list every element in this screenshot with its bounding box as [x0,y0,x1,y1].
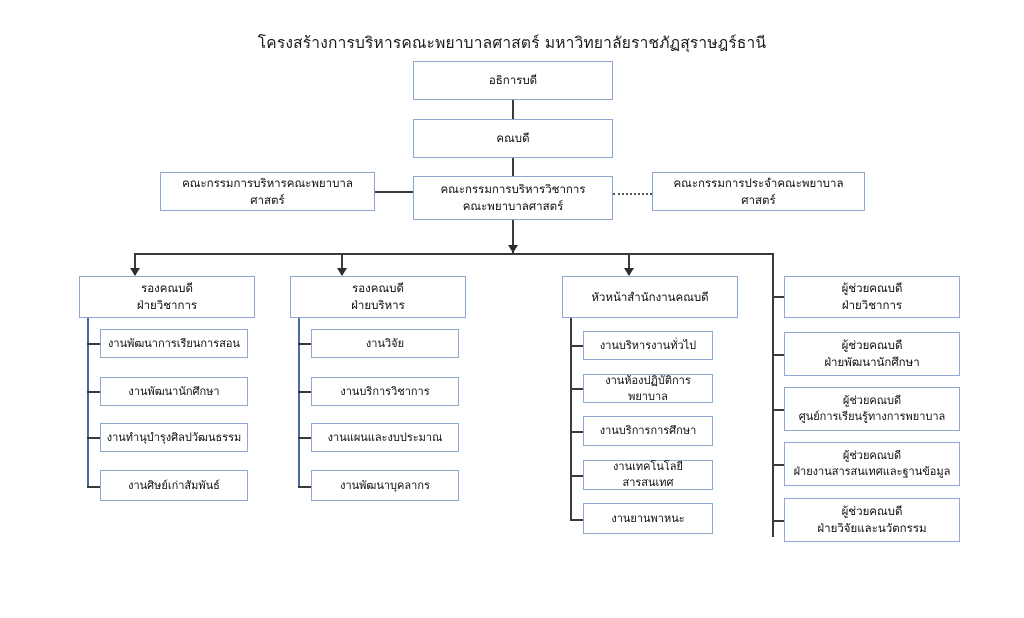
col4-item-2-line2: ศูนย์การเรียนรู้ทางการพยาบาล [798,410,946,423]
col3-item-1: งานห้องปฏิบัติการพยาบาล [583,374,713,403]
col1-item-0-label: งานพัฒนาการเรียนการสอน [108,336,240,350]
col2-item-1-label: งานบริการวิชาการ [340,384,430,398]
col4-item-1-line1: ผู้ช่วยคณบดี [841,338,903,353]
col1-head-line2: ฝ่ายวิชาการ [136,298,198,312]
col1-item-2-label: งานทำนุบำรุงศิลปวัฒนธรรม [106,430,242,444]
col3-trunk [570,318,572,520]
col3-stub-1 [570,388,583,390]
page-title: โครงสร้างการบริหารคณะพยาบาลศาสตร์ มหาวิท… [257,34,767,52]
node-standing-committee-label: คณะกรรมการประจำคณะพยาบาลศาสตร์ [673,175,844,207]
col1-item-1: งานพัฒนานักศึกษา [100,377,248,406]
col4-item-2-line1: ผู้ช่วยคณบดี [842,394,902,408]
col3-head: หัวหน้าสำนักงานคณบดี [562,276,738,318]
col4-item-0-line1: ผู้ช่วยคณบดี [841,281,903,296]
col2-item-3-label: งานพัฒนาบุคลากร [340,478,430,492]
col1-item-2: งานทำนุบำรุงศิลปวัฒนธรรม [100,423,248,452]
bus-drop-col2 [341,253,343,275]
col4-item-1: ผู้ช่วยคณบดี ฝ่ายพัฒนานักศึกษา [784,332,960,376]
col2-stub-1 [298,391,311,393]
col3-item-2-label: งานบริการการศึกษา [599,424,697,438]
col2-head-line2: ฝ่ายบริหาร [351,298,405,312]
bus-drop-col1 [134,253,136,275]
col1-item-3-label: งานศิษย์เก่าสัมพันธ์ [128,478,220,492]
col4-stub-0 [772,296,784,298]
col4-stub-2 [772,409,784,411]
node-standing-committee: คณะกรรมการประจำคณะพยาบาลศาสตร์ [652,172,865,211]
arrow-col1 [130,268,140,276]
node-academic-committee-line2: คณะพยาบาลศาสตร์ [462,199,564,213]
col2-head: รองคณบดี ฝ่ายบริหาร [290,276,466,318]
col4-stub-1 [772,354,784,356]
col1-item-0: งานพัฒนาการเรียนการสอน [100,329,248,358]
col2-item-0-label: งานวิจัย [365,336,405,350]
node-rector: อธิการบดี [413,61,613,100]
col4-stub-4 [772,520,784,522]
col1-item-1-label: งานพัฒนานักศึกษา [128,384,220,398]
connector-exec-to-academic [375,191,413,193]
col2-item-1: งานบริการวิชาการ [311,377,459,406]
node-exec-committee-label: คณะกรรมการบริหารคณะพยาบาลศาสตร์ [182,175,353,207]
col2-item-2-label: งานแผนและงบประมาณ [327,430,443,444]
col4-item-4-line2: ฝ่ายวิจัยและนวัตกรรม [817,521,927,535]
col2-trunk [298,318,300,487]
col2-item-0: งานวิจัย [311,329,459,358]
col4-item-4-line1: ผู้ช่วยคณบดี [841,504,903,519]
col4-item-3-line1: ผู้ช่วยคณบดี [842,449,902,463]
col3-item-0: งานบริหารงานทั่วไป [583,331,713,360]
col3-item-0-label: งานบริหารงานทั่วไป [599,338,697,352]
col1-item-3: งานศิษย์เก่าสัมพันธ์ [100,470,248,501]
col2-stub-3 [298,486,311,488]
col1-head-line1: รองคณบดี [141,281,193,296]
col1-stub-0 [87,343,100,345]
col4-item-3-line2: ฝ่ายงานสารสนเทศและฐานข้อมูล [793,465,951,478]
connector-academic-to-standing-dotted [613,193,652,195]
bus-drop-col3 [628,253,630,275]
col3-item-1-label: งานห้องปฏิบัติการพยาบาล [605,373,691,403]
distribution-bus [134,253,773,255]
col3-stub-0 [570,345,583,347]
col4-item-3: ผู้ช่วยคณบดี ฝ่ายงานสารสนเทศและฐานข้อมูล [784,442,960,486]
col2-item-3: งานพัฒนาบุคลากร [311,470,459,501]
node-academic-committee: คณะกรรมการบริหารวิชาการ คณะพยาบาลศาสตร์ [413,176,613,220]
col3-item-3: งานเทคโนโลยีสารสนเทศ [583,460,713,490]
col1-head: รองคณบดี ฝ่ายวิชาการ [79,276,255,318]
col4-item-2: ผู้ช่วยคณบดี ศูนย์การเรียนรู้ทางการพยาบา… [784,387,960,431]
col3-item-4: งานยานพาหนะ [583,503,713,534]
node-exec-committee: คณะกรรมการบริหารคณะพยาบาลศาสตร์ [160,172,375,211]
connector-dean-committee [512,158,514,176]
col3-stub-3 [570,475,583,477]
col3-stub-4 [570,519,583,521]
col4-item-0: ผู้ช่วยคณบดี ฝ่ายวิชาการ [784,276,960,318]
node-academic-committee-line1: คณะกรรมการบริหารวิชาการ [440,182,586,197]
arrow-committee-to-bus [508,245,518,253]
col3-head-line1: หัวหน้าสำนักงานคณบดี [591,289,709,304]
arrow-col2 [337,268,347,276]
col1-stub-2 [87,437,100,439]
connector-committee-to-bus [512,220,514,253]
col3-item-2: งานบริการการศึกษา [583,416,713,446]
arrow-col3 [624,268,634,276]
col3-item-4-label: งานยานพาหนะ [611,511,685,525]
connector-rector-dean [512,100,514,119]
bus-drop-col4-trunk [772,253,774,537]
col4-item-0-line2: ฝ่ายวิชาการ [841,298,903,312]
col4-item-4: ผู้ช่วยคณบดี ฝ่ายวิจัยและนวัตกรรม [784,498,960,542]
node-rector-label: อธิการบดี [488,73,538,88]
col4-item-1-line2: ฝ่ายพัฒนานักศึกษา [824,355,920,369]
node-dean: คณบดี [413,119,613,158]
col3-stub-2 [570,431,583,433]
col3-item-3-label: งานเทคโนโลยีสารสนเทศ [613,460,683,489]
node-dean-label: คณบดี [496,131,530,146]
col2-head-line1: รองคณบดี [352,281,404,296]
col1-stub-1 [87,391,100,393]
col2-stub-0 [298,343,311,345]
col2-item-2: งานแผนและงบประมาณ [311,423,459,452]
col1-trunk [87,318,89,487]
col1-stub-3 [87,486,100,488]
col2-stub-2 [298,437,311,439]
col4-stub-3 [772,464,784,466]
